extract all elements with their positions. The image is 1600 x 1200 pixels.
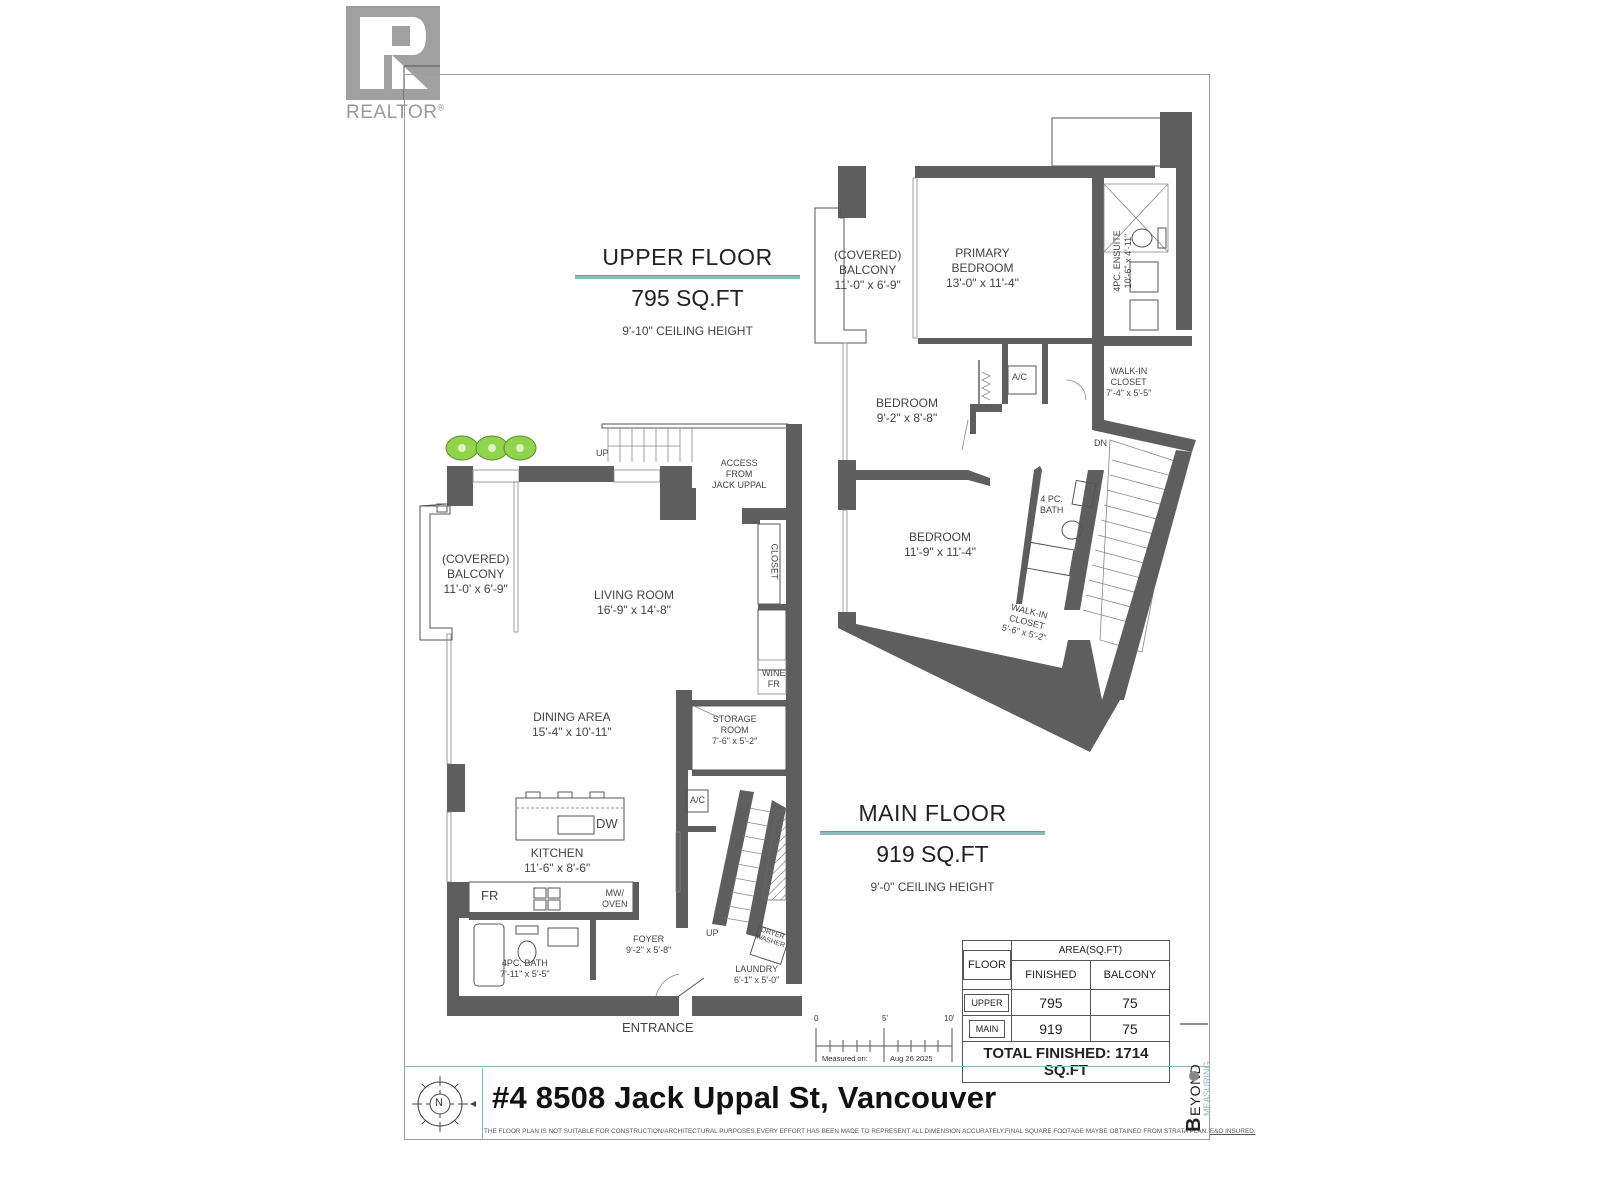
- main-floor-plan: [419, 423, 802, 1016]
- area-table: FLOOR AREA(SQ.FT) FINISHED BALCONY UPPER…: [962, 939, 1170, 1083]
- upper-floor-area: 795 SQ.FT: [631, 285, 744, 311]
- upper-floor-plan: [814, 112, 1196, 752]
- table-row: MAIN 919 75: [962, 1015, 1170, 1042]
- scale-tick-5: 5': [882, 1014, 888, 1023]
- upper-floor-rule: [575, 275, 800, 279]
- main-floor-rule: [820, 831, 1045, 835]
- upper-stair-dn-label: DN: [1094, 438, 1107, 448]
- total-finished: TOTAL FINISHED: 1714 SQ.FT: [962, 1041, 1170, 1083]
- main-ac-label: A/C: [690, 795, 706, 805]
- compass-box: N: [404, 1068, 483, 1140]
- header-balcony: BALCONY: [1089, 960, 1170, 990]
- access-stair-up-label: UP: [596, 448, 609, 458]
- header-floor: FLOOR: [963, 950, 1011, 980]
- property-address: #4 8508 Jack Uppal St, Vancouver: [492, 1080, 997, 1115]
- main-floor-heading: MAIN FLOOR 919 SQ.FT 9'-0" CEILING HEIGH…: [820, 800, 1045, 894]
- scale-bar: 0 5' 10' Measured on: Aug 26 2025: [812, 1014, 954, 1064]
- disclaimer: THE FLOOR PLAN IS NOT SUITABLE FOR CONST…: [484, 1128, 1256, 1135]
- floorplan-sheet: [404, 74, 1210, 1140]
- entrance-label: ENTRANCE: [622, 1020, 694, 1035]
- svg-text:MEASURING: MEASURING: [1202, 1061, 1212, 1116]
- svg-text:B: B: [1183, 1118, 1205, 1132]
- measured-date: Aug 26 2025: [890, 1054, 933, 1063]
- upper-bath-label: 4 PC.BATH: [1040, 494, 1064, 515]
- compass-north-label: N: [435, 1097, 443, 1109]
- main-floor-area: 919 SQ.FT: [876, 841, 989, 867]
- footer-divider: [404, 1066, 1210, 1067]
- realtor-wordmark: REALTOR®: [346, 102, 445, 123]
- main-floor-ceiling: 9'-0" CEILING HEIGHT: [870, 880, 995, 894]
- header-area: AREA(SQ.FT): [1010, 939, 1170, 962]
- upper-floor-ceiling: 9'-10" CEILING HEIGHT: [622, 324, 753, 338]
- main-stair-up-label: UP: [706, 928, 719, 938]
- table-row: UPPER 795 75: [962, 989, 1170, 1016]
- fridge-label: FR: [481, 888, 499, 903]
- scale-tick-0: 0: [814, 1014, 819, 1023]
- closet-label: CLOSET: [769, 543, 780, 580]
- scale-tick-10: 10': [944, 1014, 955, 1023]
- header-finished: FINISHED: [1010, 960, 1091, 990]
- north-compass-icon: [412, 1076, 476, 1132]
- upper-ac-label: A/C: [1012, 372, 1028, 382]
- microwave-oven-label: MW/OVEN: [602, 888, 628, 909]
- upper-floor-heading: UPPER FLOOR 795 SQ.FT 9'-10" CEILING HEI…: [575, 244, 800, 338]
- planter-icon: [445, 435, 537, 461]
- beyond-measuring-logo: B EYOND MEASURING: [1178, 1020, 1212, 1134]
- measured-on-label: Measured on:: [822, 1054, 868, 1063]
- upper-floor-title: UPPER FLOOR: [602, 244, 773, 270]
- main-floor-title: MAIN FLOOR: [858, 800, 1007, 826]
- dishwasher-label: DW: [596, 816, 618, 831]
